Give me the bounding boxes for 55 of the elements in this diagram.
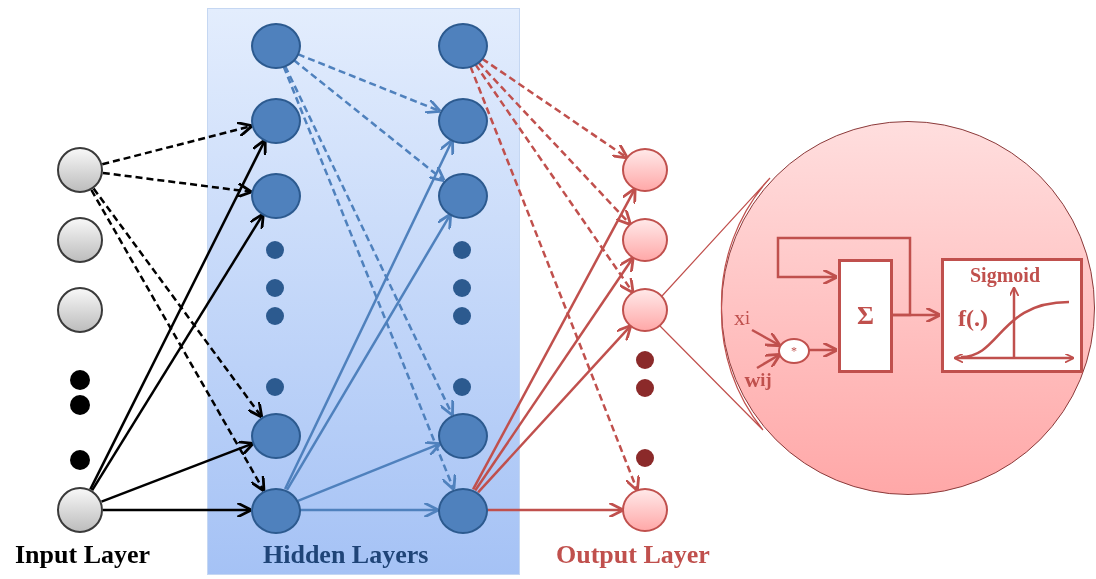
function-label: f(.) bbox=[958, 305, 988, 332]
hidden-neuron bbox=[438, 98, 488, 144]
arrow bbox=[285, 212, 453, 491]
input-neuron bbox=[57, 217, 103, 263]
arrow bbox=[293, 59, 446, 183]
input-neuron bbox=[57, 487, 103, 533]
arrow bbox=[92, 187, 264, 419]
summation-box: Σ bbox=[838, 259, 893, 373]
arrow bbox=[776, 236, 912, 317]
arrow bbox=[89, 138, 267, 490]
arrow bbox=[751, 328, 782, 348]
arrow bbox=[756, 352, 782, 370]
hidden-neuron bbox=[251, 173, 301, 219]
arrow bbox=[469, 66, 641, 493]
hidden-neuron bbox=[251, 23, 301, 69]
output-neuron bbox=[622, 148, 668, 192]
hidden-layer-band bbox=[207, 8, 520, 575]
hidden-neuron bbox=[438, 23, 488, 69]
arrow bbox=[477, 324, 633, 494]
hidden-neuron bbox=[251, 488, 301, 534]
arrow bbox=[101, 440, 255, 503]
arrow bbox=[102, 171, 253, 199]
input-neuron bbox=[57, 147, 103, 193]
arrow bbox=[477, 61, 632, 226]
hidden-neuron bbox=[251, 413, 301, 459]
arrow bbox=[892, 306, 942, 324]
output-neuron bbox=[622, 218, 668, 262]
arrow bbox=[102, 121, 254, 166]
arrow bbox=[474, 63, 635, 295]
arrow bbox=[297, 441, 442, 502]
output-neuron bbox=[622, 488, 668, 532]
zoom-line bbox=[659, 177, 771, 431]
arrow bbox=[300, 501, 440, 519]
layer-title: Hidden Layers bbox=[263, 540, 429, 570]
arrow bbox=[809, 341, 839, 359]
hidden-neuron bbox=[438, 173, 488, 219]
input-neuron bbox=[57, 287, 103, 333]
arrow bbox=[481, 57, 629, 160]
layer-title: Input Layer bbox=[15, 540, 151, 570]
output-neuron bbox=[622, 288, 668, 332]
arrow bbox=[282, 66, 457, 492]
activation-box bbox=[941, 258, 1083, 373]
arrow bbox=[297, 53, 442, 114]
hidden-neuron bbox=[438, 413, 488, 459]
arrow bbox=[283, 138, 455, 490]
hidden-neuron bbox=[438, 488, 488, 534]
arrow bbox=[474, 255, 635, 492]
arrow bbox=[103, 501, 253, 519]
arrow bbox=[283, 65, 455, 417]
arrow bbox=[487, 501, 625, 519]
layer-title: Output Layer bbox=[556, 540, 710, 570]
activation-title: Sigmoid bbox=[970, 264, 1041, 287]
multiply-node: * bbox=[778, 338, 810, 364]
hidden-neuron bbox=[251, 98, 301, 144]
arrow bbox=[472, 186, 637, 490]
